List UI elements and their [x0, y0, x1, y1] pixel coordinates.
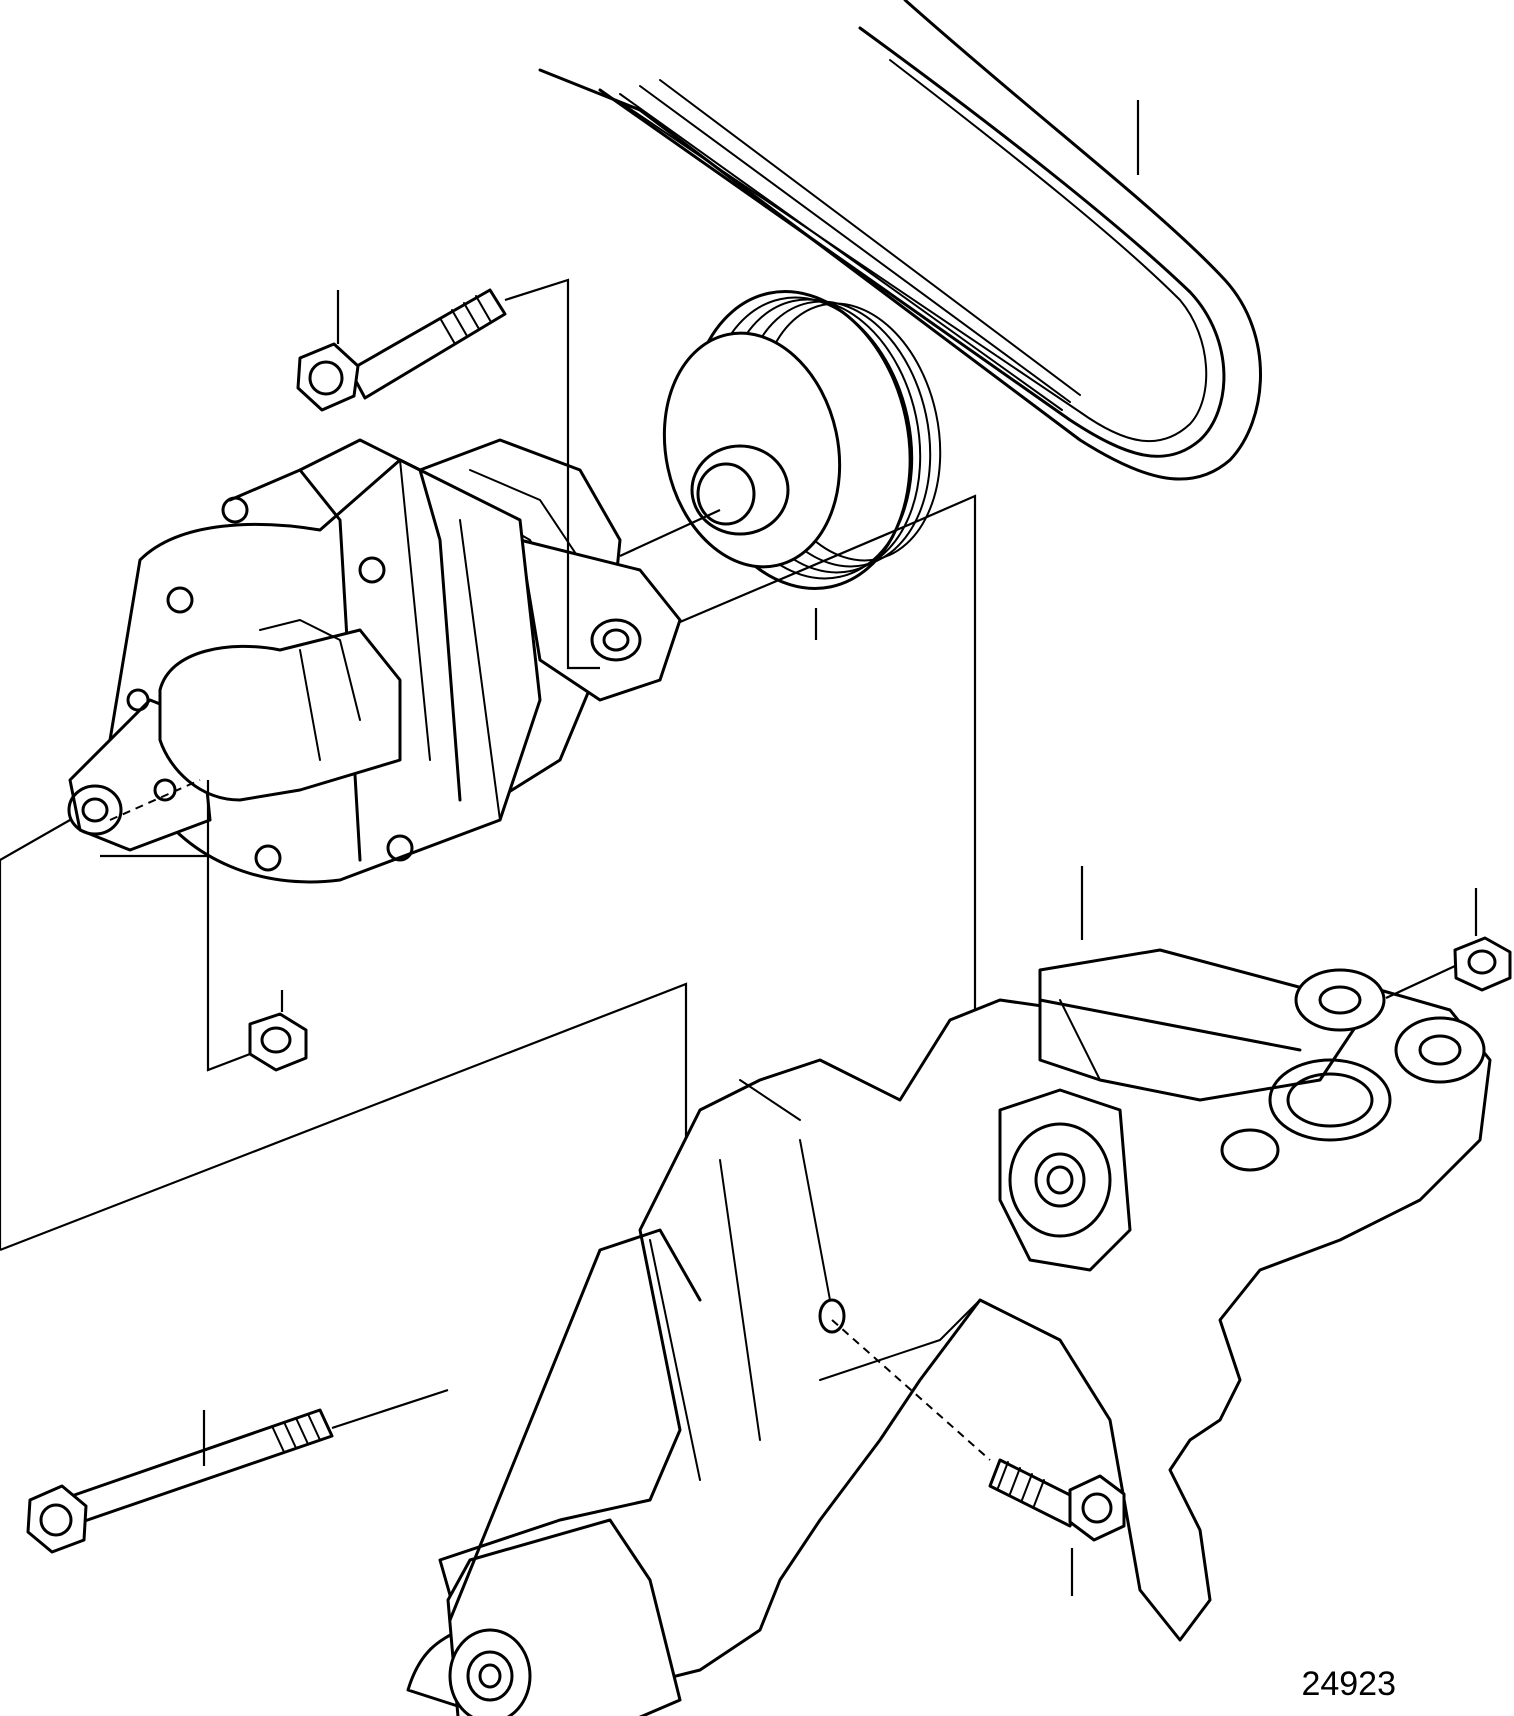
terminal-studs [126, 496, 414, 872]
figure-number: 24923 [1301, 1665, 1396, 1703]
right-nut [1385, 888, 1512, 999]
belt-pulley [662, 290, 942, 640]
left-nut [0, 780, 308, 1250]
drive-belt [538, 0, 1262, 481]
alternator [67, 438, 921, 884]
lower-bolt [26, 1388, 449, 1554]
upper-bolt [296, 278, 600, 670]
bracket-bolt [831, 1319, 1126, 1596]
mounting-bracket [406, 866, 1492, 1716]
